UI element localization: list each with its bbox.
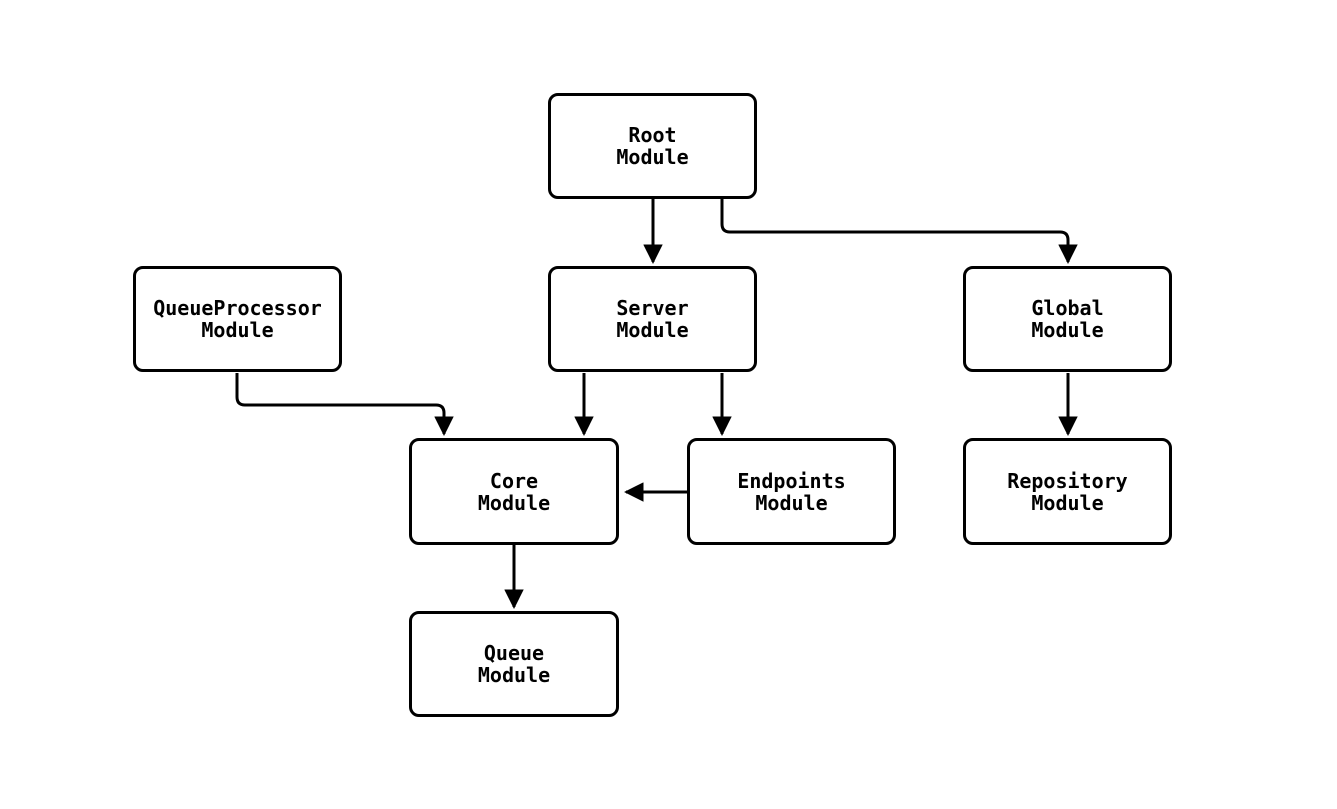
- node-global-module: Global Module: [963, 266, 1172, 372]
- node-queue-module-label: Queue Module: [477, 641, 551, 687]
- node-repository-module-label: Repository Module: [1007, 468, 1128, 515]
- node-root-module-label: Root Module: [616, 123, 689, 169]
- node-root-module: Root Module: [548, 93, 757, 199]
- node-endpoints-module: Endpoints Module: [687, 438, 896, 545]
- node-repository-module: Repository Module: [963, 438, 1172, 545]
- edge-root-to-global: [720, 199, 1078, 264]
- node-queueprocessor-module: QueueProcessor Module: [133, 266, 342, 372]
- edge-queueprocessor-to-core: [235, 373, 454, 436]
- node-queueprocessor-module-label: QueueProcessor Module: [153, 296, 322, 342]
- node-server-module: Server Module: [548, 266, 757, 372]
- node-core-module: Core Module: [409, 438, 619, 545]
- node-global-module-label: Global Module: [1031, 296, 1104, 342]
- node-queue-module: Queue Module: [409, 611, 619, 717]
- node-core-module-label: Core Module: [477, 468, 551, 515]
- node-endpoints-module-label: Endpoints Module: [737, 468, 846, 515]
- node-server-module-label: Server Module: [616, 296, 689, 342]
